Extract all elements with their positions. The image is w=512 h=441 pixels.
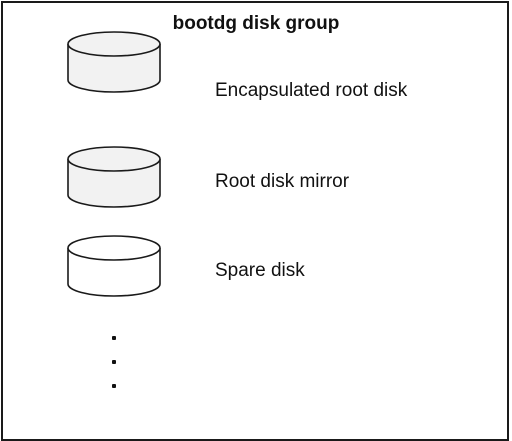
- disk-label-encapsulated-root: Encapsulated root disk: [215, 80, 408, 101]
- disk-body: [67, 248, 161, 297]
- disk-top: [67, 146, 161, 172]
- disk-label-root-mirror: Root disk mirror: [215, 171, 350, 192]
- disk-body: [67, 159, 161, 208]
- disk-cylinder-spare: [66, 234, 162, 298]
- disk-cylinder-encapsulated-root: [66, 30, 162, 94]
- disk-group-title: bootdg disk group: [172, 13, 340, 34]
- disk-cylinder-root-mirror: [66, 145, 162, 209]
- disk-top: [67, 235, 161, 261]
- disk-body: [67, 44, 161, 93]
- disk-label-spare: Spare disk: [215, 260, 305, 281]
- ellipsis-dot: [112, 360, 116, 364]
- disk-top: [67, 31, 161, 57]
- ellipsis-dot: [112, 336, 116, 340]
- ellipsis-dot: [112, 384, 116, 388]
